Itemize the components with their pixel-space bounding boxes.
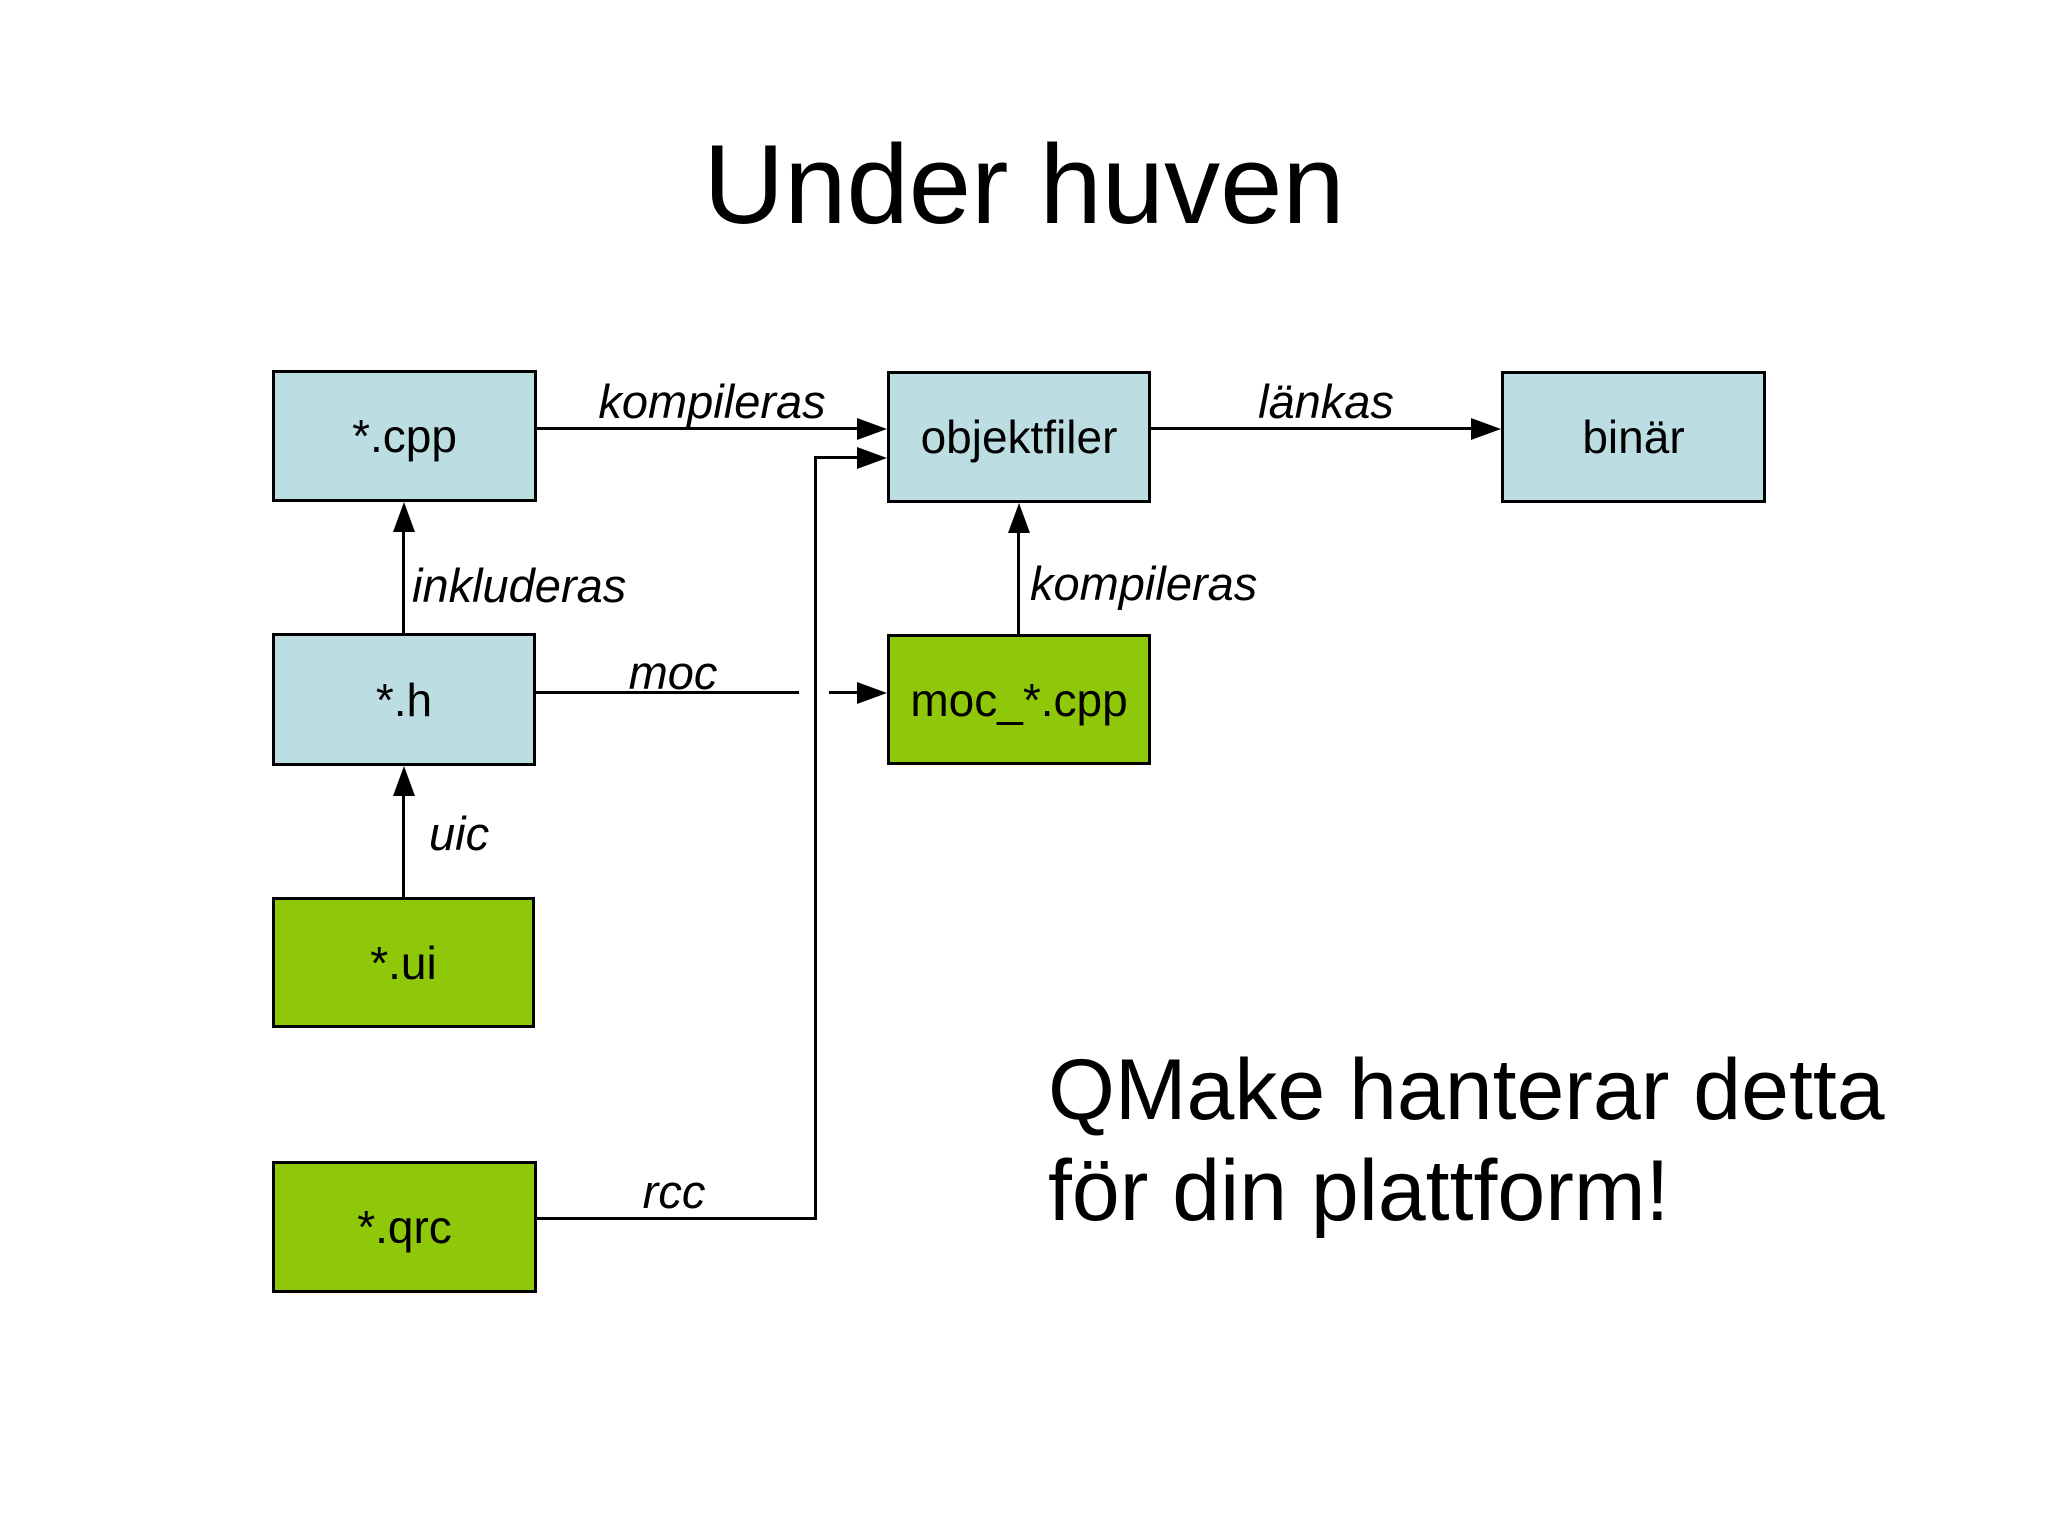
edge-h-cpp-line [402,532,405,633]
node-h: *.h [272,633,536,766]
node-ui-label: *.ui [370,936,437,989]
edge-ui-h-line [402,796,405,897]
node-binar: binär [1501,371,1766,503]
edge-label-uic: uic [429,807,490,860]
edge-label-moc: moc [628,646,718,699]
edge-cpp-objektfiler-line [537,427,857,430]
edge-h-moccpp-line-2 [829,691,857,694]
edge-label-inkluderas: inkluderas [412,559,627,612]
edge-objektfiler-binar-arrowhead [1471,418,1501,440]
node-cpp-label: *.cpp [352,410,457,462]
node-qrc-label: *.qrc [357,1201,452,1253]
qmake-note: QMake hanterar detta för din plattform! [1048,1040,1885,1243]
node-ui: *.ui [272,897,535,1028]
qmake-note-line1: QMake hanterar detta [1048,1042,1885,1138]
edge-h-moccpp-arrowhead [857,682,887,704]
edge-label-rcc: rcc [642,1165,706,1218]
edge-objektfiler-binar-line [1151,427,1471,430]
node-cpp: *.cpp [272,370,537,502]
node-objektfiler: objektfiler [887,371,1151,503]
edge-qrc-objektfiler-arrowhead [857,447,887,469]
node-h-label: *.h [375,673,433,726]
qmake-note-line2: för din plattform! [1048,1143,1670,1240]
edge-h-moccpp-line [536,691,799,694]
node-moc-cpp: moc_*.cpp [887,634,1151,765]
node-binar-label: binär [1582,411,1685,463]
slide-title: Under huven [703,122,1345,247]
edge-qrc-objektfiler-line-vertical [814,457,817,1220]
edge-qrc-objektfiler-line-bottom [537,1217,817,1220]
edge-label-kompileras-mid: kompileras [1030,557,1258,610]
edge-cpp-objektfiler-arrowhead [857,418,887,440]
edge-moccpp-objektfiler-arrowhead [1008,503,1030,533]
edge-label-kompileras-top: kompileras [598,375,826,428]
node-qrc: *.qrc [272,1161,537,1293]
edge-qrc-objektfiler-line-top [814,456,857,459]
edge-ui-h-arrowhead [393,766,415,796]
edge-h-cpp-arrowhead [393,502,415,532]
edge-label-lankas: länkas [1258,375,1394,428]
edge-moccpp-objektfiler-line [1017,533,1020,634]
node-objektfiler-label: objektfiler [920,411,1118,463]
node-moc-cpp-label: moc_*.cpp [910,673,1128,726]
